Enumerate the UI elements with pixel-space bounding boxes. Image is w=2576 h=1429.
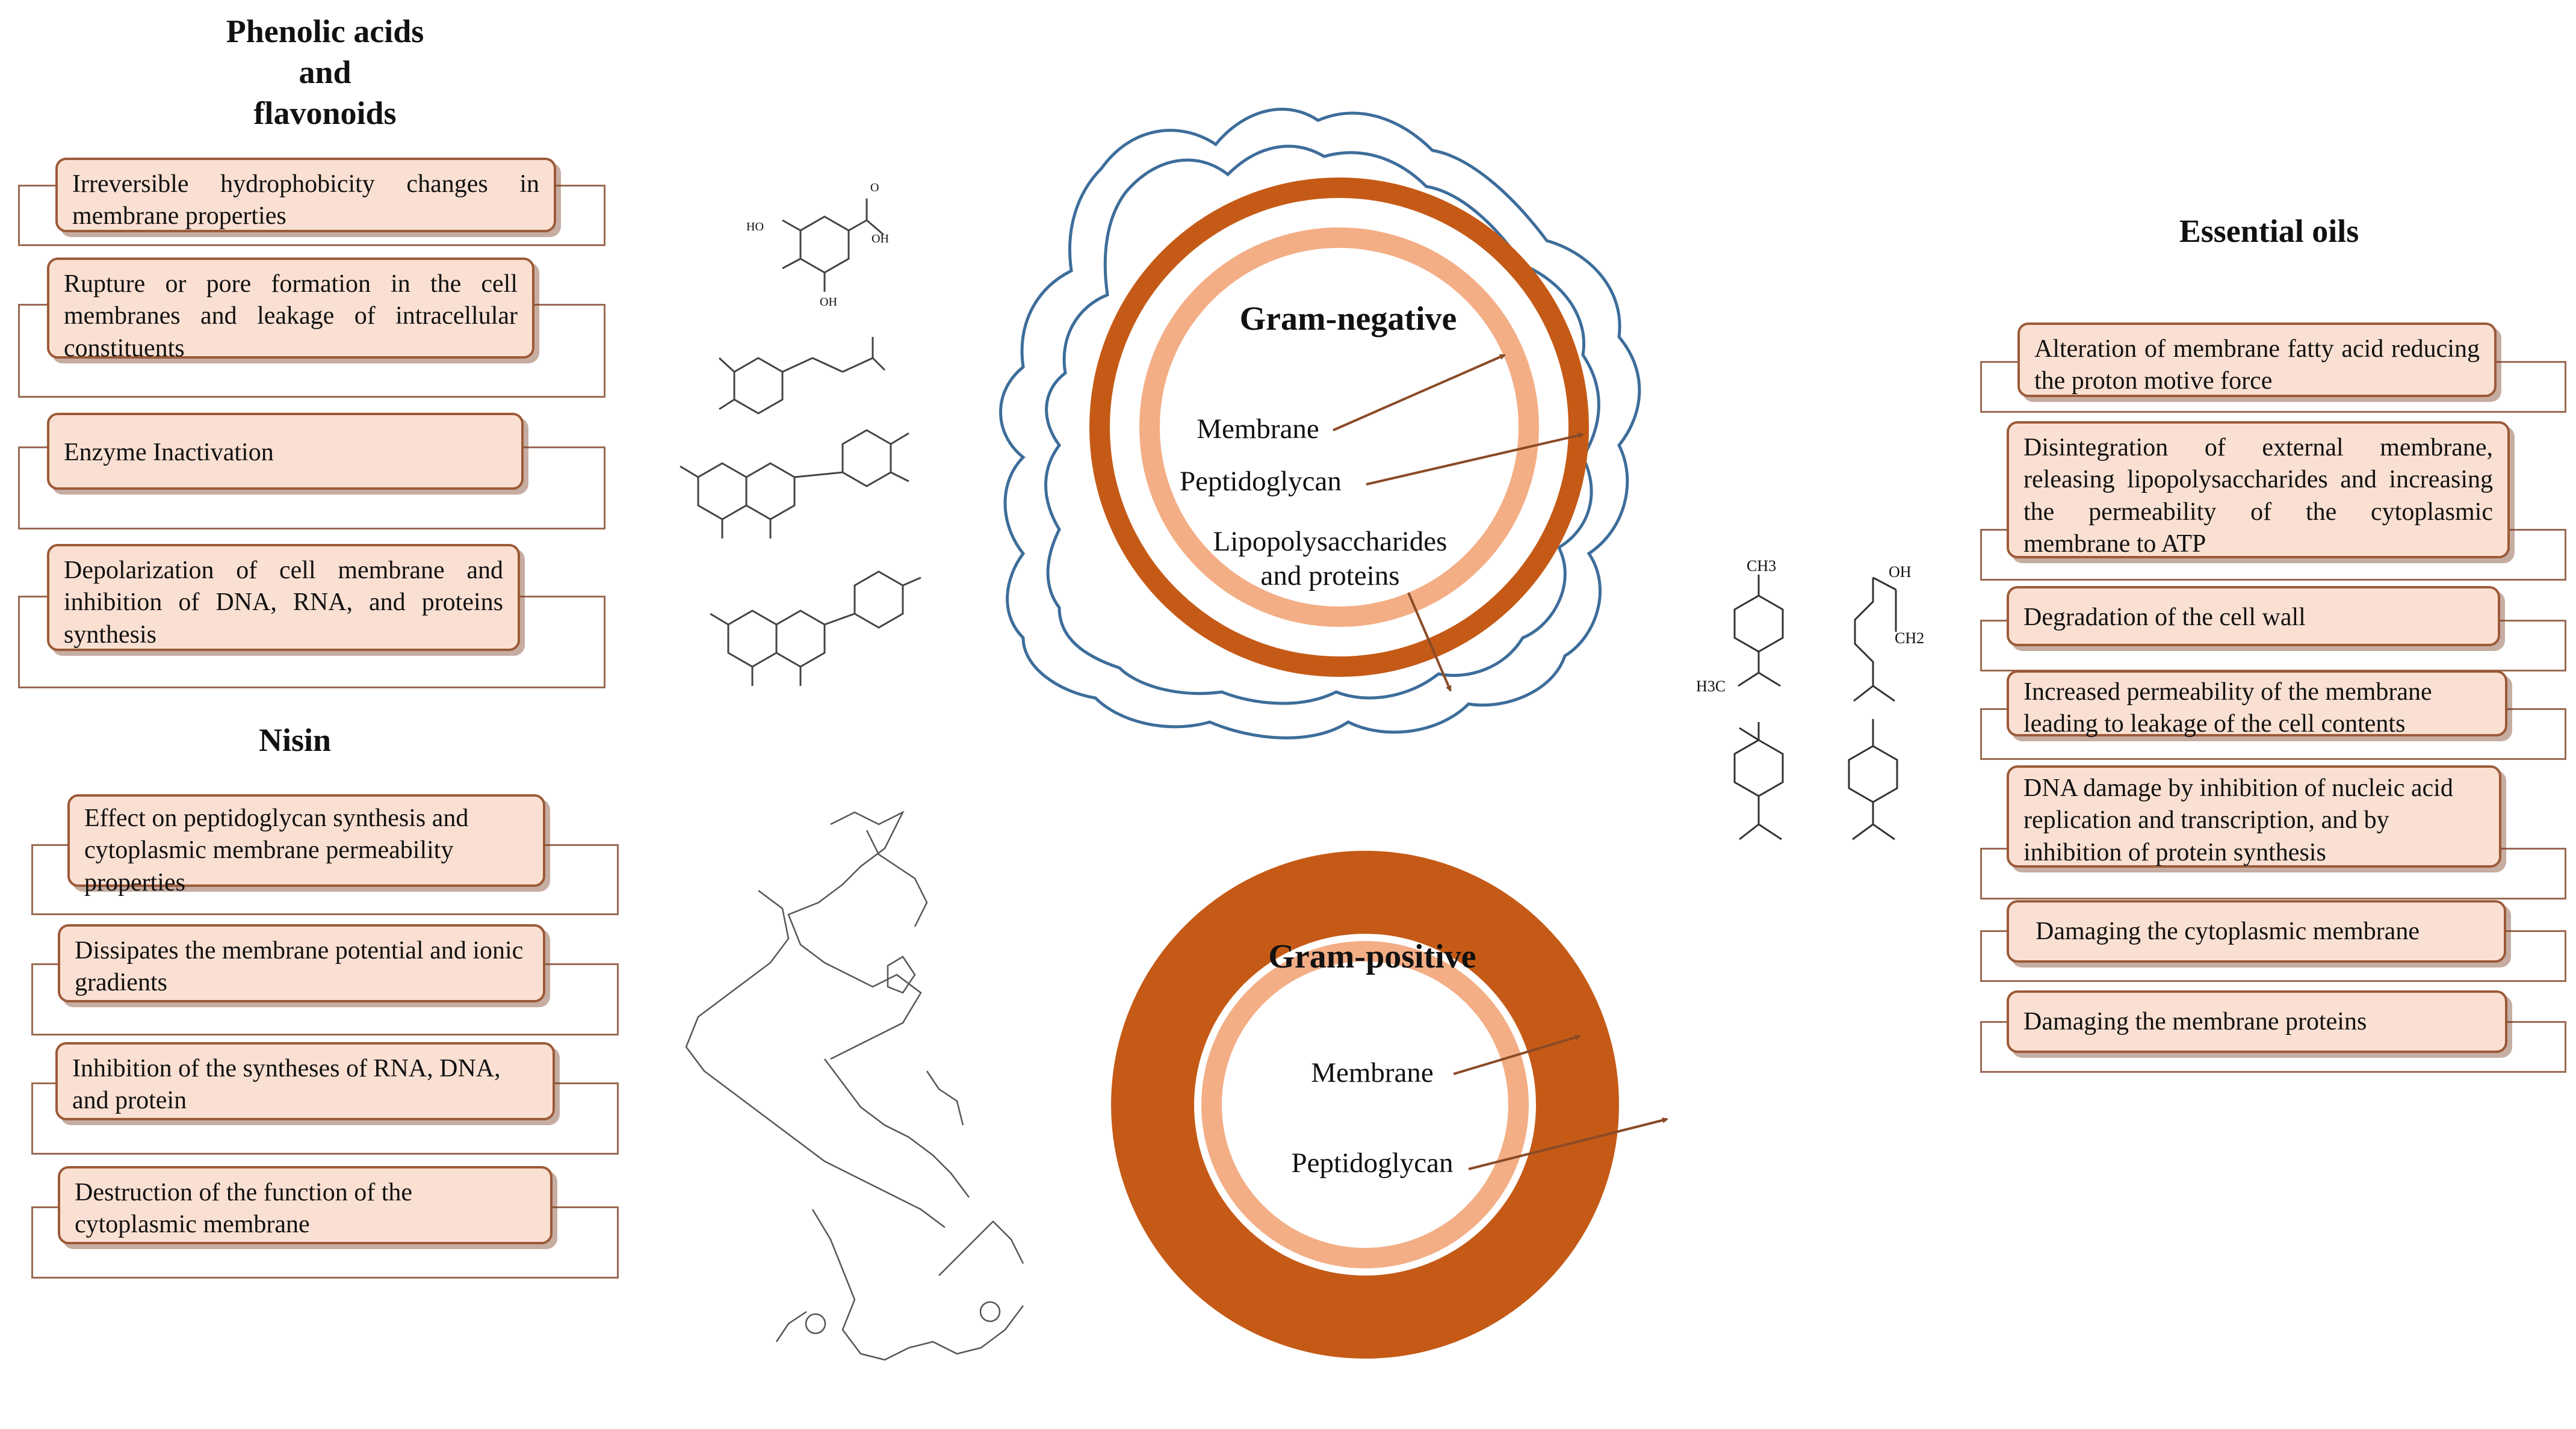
phenolic-atom-label-2: OH xyxy=(872,232,889,245)
phenolic-heading: Phenolic acids and flavonoids xyxy=(226,13,424,132)
nisin-box-inhibition: Inhibition of the syntheses of RNA, DNA,… xyxy=(55,1042,555,1120)
phenolic-box-depolarization: Depolarization of cell membrane and inhi… xyxy=(47,544,520,651)
eo-box-fatty-acid: Alteration of membrane fatty acid reduci… xyxy=(2017,323,2497,397)
quercetin-structure xyxy=(680,429,909,539)
phenolic-box-rupture: Rupture or pore formation in the cell me… xyxy=(47,258,534,362)
gram-negative-lps-label: Lipopolysaccharides and proteins xyxy=(1213,526,1447,592)
terpene-atom-label-2: H3C xyxy=(1696,677,1726,695)
eo-box-dna-damage: DNA damage by inhibition of nucleic acid… xyxy=(2007,765,2501,868)
terpene-atom-label-4: OH xyxy=(1889,563,1912,581)
phenolic-box-hydrophobicity: Irreversible hydrophobicity changes in m… xyxy=(55,158,556,232)
gram-negative-peptidoglycan-label: Peptidoglycan xyxy=(1180,466,1342,497)
eo-box-permeability: Increased permeability of the membrane l… xyxy=(2007,670,2507,738)
linalool-structure xyxy=(1853,576,1897,702)
phenolic-box-enzyme: Enzyme Inactivation xyxy=(47,413,524,490)
terpene-atom-label-1: CH3 xyxy=(1747,557,1777,575)
gram-negative-title: Gram-negative xyxy=(1239,300,1457,338)
caffeic-acid-structure xyxy=(718,337,886,415)
gram-positive-membrane xyxy=(1201,941,1529,1268)
terpineol-structure xyxy=(1733,722,1784,841)
gp-membrane-arrow xyxy=(1453,1034,1581,1075)
essential-oils-heading: Essential oils xyxy=(2179,213,2359,249)
gram-positive-title: Gram-positive xyxy=(1268,938,1476,975)
eo-box-membrane-proteins: Damaging the membrane proteins xyxy=(2007,990,2507,1053)
gram-negative-membrane xyxy=(1139,227,1539,627)
p-cymene-structure xyxy=(1848,719,1898,841)
gp-peptidoglycan-arrow xyxy=(1468,1117,1668,1170)
phenolic-atom-label-3: O xyxy=(870,181,879,194)
nisin-box-membrane-potential: Dissipates the membrane potential and io… xyxy=(58,924,545,1002)
gram-negative-outer-membrane-inner xyxy=(1044,144,1600,705)
gram-positive-cell-wall xyxy=(1111,851,1619,1359)
gram-negative-membrane-label: Membrane xyxy=(1197,413,1319,445)
phenolic-atom-label-1: HO xyxy=(746,220,764,233)
terpene-atom-label-3: CH2 xyxy=(1895,629,1925,647)
gallic-acid-structure xyxy=(782,199,884,292)
gram-positive-peptidoglycan-label: Peptidoglycan xyxy=(1291,1147,1454,1179)
nisin-box-peptidoglycan: Effect on peptidoglycan synthesis and cy… xyxy=(67,794,545,897)
eo-box-disintegration: Disintegration of external membrane, rel… xyxy=(2007,421,2510,558)
gram-negative-outer-membrane-outer xyxy=(999,107,1641,739)
eo-box-cell-wall: Degradation of the cell wall xyxy=(2007,586,2500,646)
eo-box-cytoplasmic: Damaging the cytoplasmic membrane xyxy=(2007,900,2506,963)
limonene-structure xyxy=(1733,575,1784,687)
gn-membrane-arrow xyxy=(1333,354,1506,431)
nisin-peptide-structure xyxy=(685,810,1024,1361)
gn-peptidoglycan-arrow xyxy=(1366,432,1584,486)
gram-negative-cell-wall xyxy=(1089,177,1589,677)
gram-positive-membrane-label: Membrane xyxy=(1311,1057,1434,1088)
gn-lps-arrow xyxy=(1407,592,1452,692)
nisin-heading: Nisin xyxy=(258,722,332,758)
phenolic-atom-label-4: OH xyxy=(820,295,837,309)
kaempferol-structure xyxy=(710,570,921,686)
nisin-box-destruction: Destruction of the function of the cytop… xyxy=(58,1166,553,1244)
